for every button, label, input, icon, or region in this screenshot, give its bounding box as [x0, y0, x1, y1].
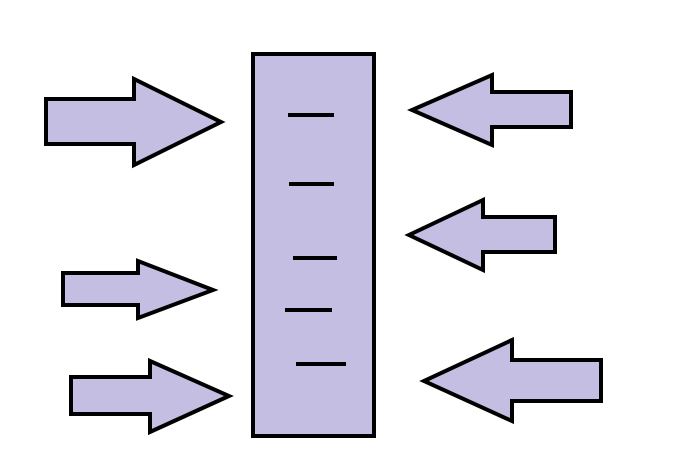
right-arrows: [404, 71, 603, 425]
right-arrow-1: [44, 75, 226, 169]
left-arrow-1: [407, 71, 573, 149]
central-bar: [251, 52, 376, 438]
left-arrow-3: [419, 336, 603, 425]
left-arrow-2: [404, 196, 557, 274]
right-arrow-3: [69, 357, 234, 436]
left-arrows: [44, 75, 234, 436]
right-arrow-2: [61, 258, 219, 321]
tick-marks: [285, 113, 346, 366]
